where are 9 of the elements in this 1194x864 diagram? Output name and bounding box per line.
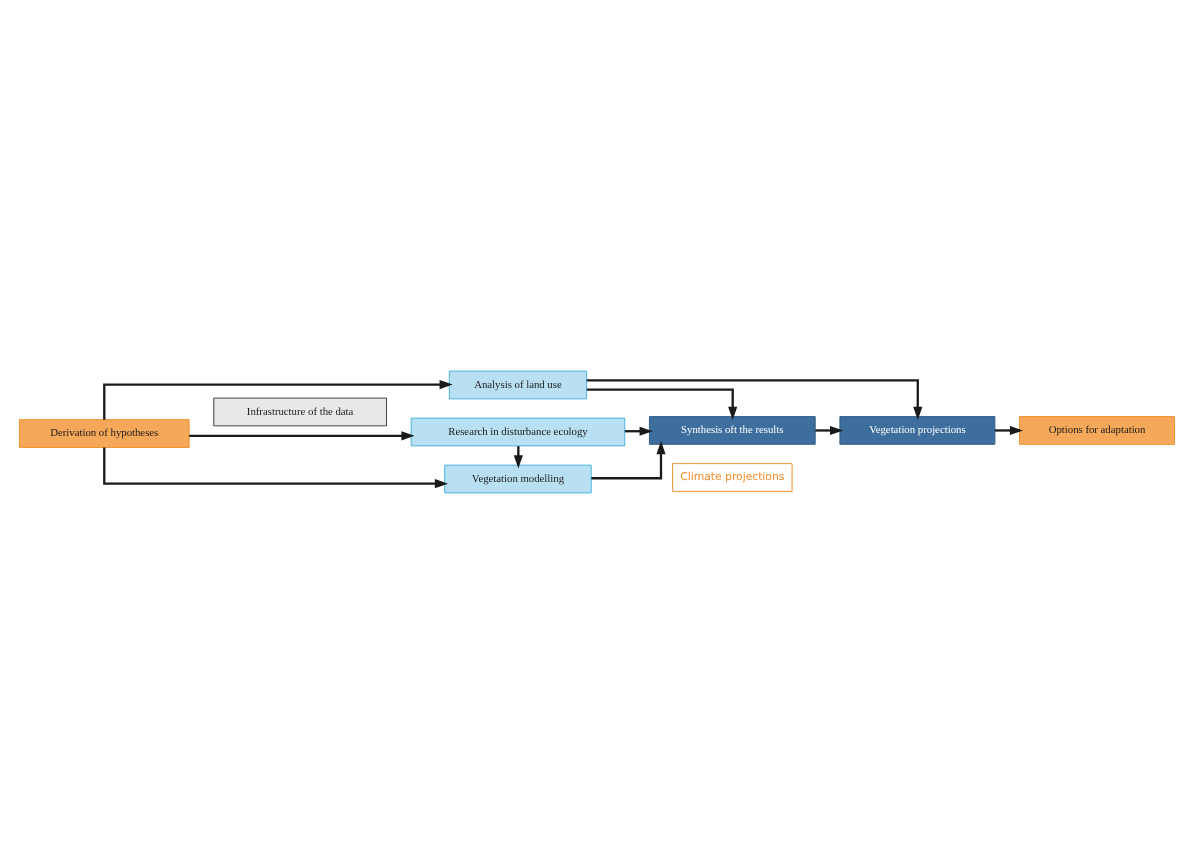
arrow (103, 447, 448, 489)
arrow (586, 388, 738, 420)
arrow (103, 380, 453, 420)
arrow (591, 441, 666, 480)
arrow (994, 425, 1023, 436)
arrow (189, 431, 415, 441)
arrow (815, 425, 844, 436)
arrow (586, 379, 923, 420)
arrow (513, 446, 523, 469)
